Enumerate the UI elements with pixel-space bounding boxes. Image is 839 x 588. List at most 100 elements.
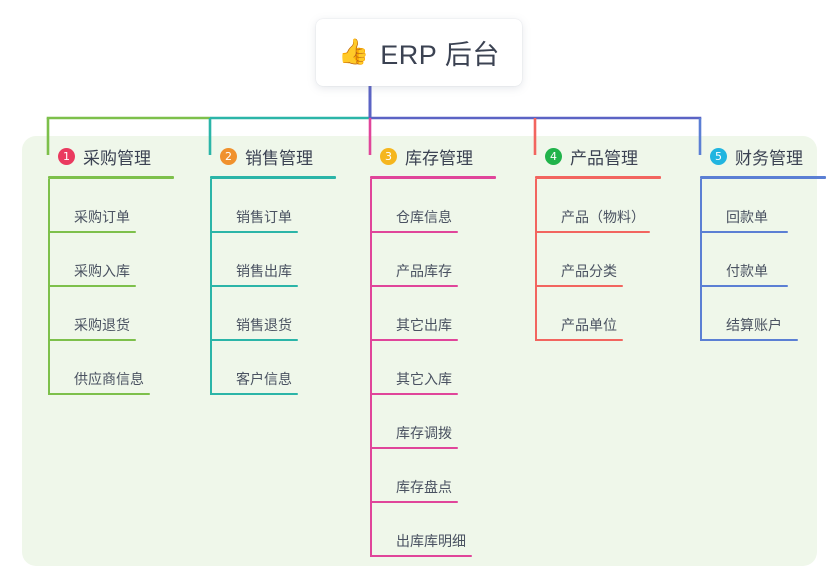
column-badge-icon: 5 (710, 147, 727, 165)
leaf-item[interactable]: 采购退货 (48, 287, 195, 341)
leaf-list: 采购订单采购入库采购退货供应商信息 (48, 179, 195, 395)
leaf-item[interactable]: 其它入库 (370, 341, 527, 395)
leaf-item[interactable]: 产品（物料） (535, 179, 692, 233)
leaf-underline (370, 447, 458, 449)
leaf-item-label: 采购入库 (74, 263, 130, 279)
column-4: 4 产品管理产品（物料） 产品分类产品单位 (527, 136, 692, 341)
leaf-underline (700, 339, 798, 341)
leaf-item[interactable]: 销售订单 (210, 179, 357, 233)
leaf-item[interactable]: 供应商信息 (48, 341, 195, 395)
leaf-item-label: 客户信息 (236, 371, 292, 387)
leaf-item-label: 销售出库 (236, 263, 292, 279)
leaf-underline (210, 339, 298, 341)
column-header-2[interactable]: 2 销售管理 (202, 136, 357, 176)
leaf-item-label: 库存盘点 (396, 479, 452, 495)
thumbs-up-icon: 👍 (338, 38, 370, 66)
column-5: 5 财务管理回款单付款单结算账户 (692, 136, 839, 341)
column-header-1[interactable]: 1 采购管理 (40, 136, 195, 176)
column-title: 产品管理 (570, 148, 638, 168)
root-node[interactable]: 👍 ERP 后台 (316, 19, 522, 86)
column-header-3[interactable]: 3 库存管理 (362, 136, 527, 176)
leaf-item-label: 采购订单 (74, 209, 130, 225)
column-title: 库存管理 (405, 148, 473, 168)
leaf-item[interactable]: 其它出库 (370, 287, 527, 341)
leaf-underline (700, 231, 788, 233)
column-title: 财务管理 (735, 148, 803, 168)
leaf-underline (370, 501, 458, 503)
leaf-item[interactable]: 产品分类 (535, 233, 692, 287)
leaf-underline (48, 393, 150, 395)
leaf-underline (370, 339, 458, 341)
leaf-item[interactable]: 库存盘点 (370, 449, 527, 503)
column-badge-icon: 1 (58, 147, 75, 165)
leaf-item-label: 回款单 (726, 209, 768, 225)
leaf-item-label: 产品单位 (561, 317, 617, 333)
leaf-item[interactable]: 回款单 (700, 179, 839, 233)
leaf-underline (535, 339, 623, 341)
leaf-item[interactable]: 库存调拨 (370, 395, 527, 449)
leaf-spine (48, 179, 50, 395)
leaf-item-label: 结算账户 (726, 317, 782, 333)
root-node-label: ERP 后台 (380, 40, 500, 70)
leaf-list: 回款单付款单结算账户 (700, 179, 839, 341)
column-underline (210, 176, 336, 179)
leaf-spine (210, 179, 212, 395)
leaf-item-label: 出库库明细 (396, 533, 466, 549)
leaf-item[interactable]: 仓库信息 (370, 179, 527, 233)
leaf-item-label: 产品分类 (561, 263, 617, 279)
leaf-underline (700, 285, 788, 287)
leaf-item[interactable]: 销售退货 (210, 287, 357, 341)
column-header-5[interactable]: 5 财务管理 (692, 136, 839, 176)
leaf-item-label: 产品（物料） (561, 209, 645, 225)
column-container: 1 采购管理采购订单采购入库采购退货供应商信息 2 销售管理销售订单销售出库销售退货客… (22, 136, 826, 566)
column-underline (535, 176, 661, 179)
leaf-underline (370, 393, 458, 395)
leaf-item[interactable]: 产品库存 (370, 233, 527, 287)
leaf-item[interactable]: 采购入库 (48, 233, 195, 287)
leaf-item-label: 付款单 (726, 263, 768, 279)
leaf-underline (210, 231, 298, 233)
leaf-item-label: 采购退货 (74, 317, 130, 333)
leaf-list: 产品（物料） 产品分类产品单位 (535, 179, 692, 341)
leaf-item[interactable]: 出库库明细 (370, 503, 527, 557)
column-2: 2 销售管理销售订单销售出库销售退货客户信息 (202, 136, 357, 395)
leaf-item-label: 其它入库 (396, 371, 452, 387)
column-badge-icon: 3 (380, 147, 397, 165)
leaf-item[interactable]: 付款单 (700, 233, 839, 287)
leaf-item-label: 库存调拨 (396, 425, 452, 441)
column-header-4[interactable]: 4 产品管理 (527, 136, 692, 176)
leaf-item-label: 销售订单 (236, 209, 292, 225)
column-badge-icon: 4 (545, 147, 562, 165)
leaf-item-label: 仓库信息 (396, 209, 452, 225)
leaf-spine (535, 179, 537, 341)
leaf-spine (370, 179, 372, 557)
leaf-list: 仓库信息产品库存其它出库其它入库库存调拨库存盘点出库库明细 (370, 179, 527, 557)
leaf-underline (210, 393, 298, 395)
leaf-underline (535, 285, 623, 287)
leaf-list: 销售订单销售出库销售退货客户信息 (210, 179, 357, 395)
column-3: 3 库存管理仓库信息产品库存其它出库其它入库库存调拨库存盘点出库库明细 (362, 136, 527, 557)
column-underline (700, 176, 826, 179)
leaf-item-label: 其它出库 (396, 317, 452, 333)
leaf-item[interactable]: 销售出库 (210, 233, 357, 287)
column-title: 采购管理 (83, 148, 151, 168)
leaf-underline (370, 555, 472, 557)
column-underline (48, 176, 174, 179)
leaf-item[interactable]: 结算账户 (700, 287, 839, 341)
column-title: 销售管理 (245, 148, 313, 168)
leaf-item[interactable]: 采购订单 (48, 179, 195, 233)
leaf-underline (370, 231, 458, 233)
leaf-item-label: 产品库存 (396, 263, 452, 279)
leaf-underline (370, 285, 458, 287)
leaf-underline (48, 339, 136, 341)
leaf-item[interactable]: 产品单位 (535, 287, 692, 341)
leaf-item[interactable]: 客户信息 (210, 341, 357, 395)
column-badge-icon: 2 (220, 147, 237, 165)
diagram-panel (22, 136, 817, 566)
column-1: 1 采购管理采购订单采购入库采购退货供应商信息 (40, 136, 195, 395)
leaf-underline (535, 231, 650, 233)
leaf-underline (48, 231, 136, 233)
leaf-underline (210, 285, 298, 287)
leaf-spine (700, 179, 702, 341)
